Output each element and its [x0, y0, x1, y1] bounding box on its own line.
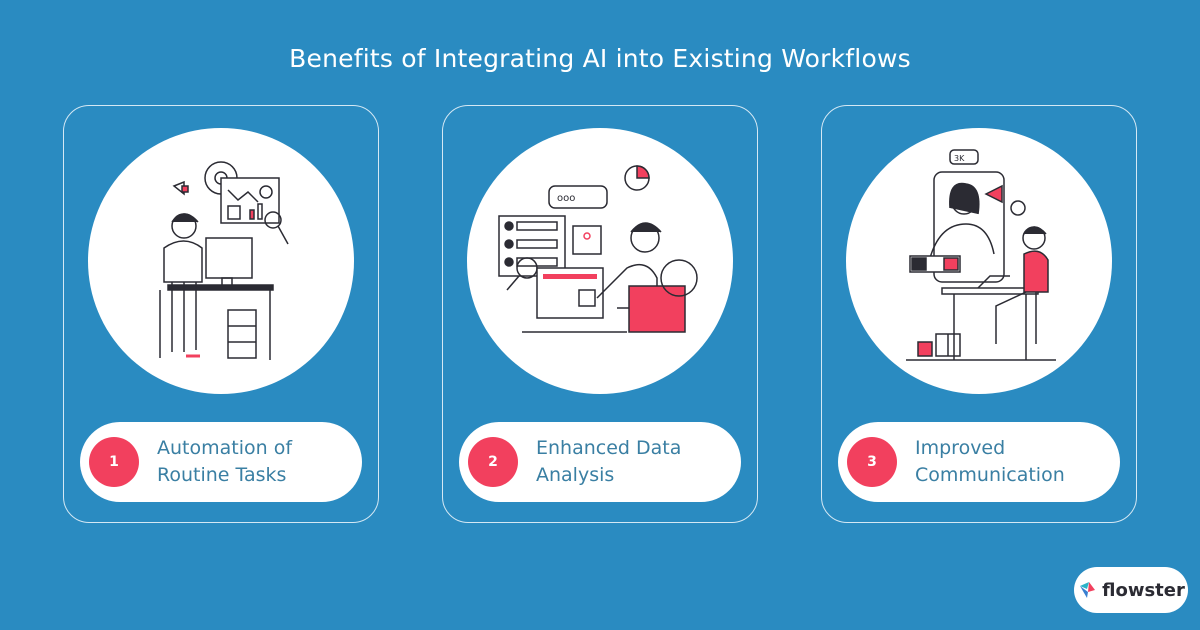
benefit-pill-2: 2 Enhanced Data Analysis [459, 422, 741, 502]
benefit-label: Improved Communication [915, 437, 1065, 486]
flowster-logo: flowster [1074, 567, 1188, 613]
benefit-label: Enhanced Data Analysis [536, 437, 682, 486]
number-badge: 3 [847, 437, 897, 487]
benefit-label: Automation of Routine Tasks [157, 437, 293, 486]
illustration-communication: 3K [846, 128, 1112, 394]
benefit-card-3: 3K 3 Improved Communication [821, 105, 1137, 523]
flowster-logo-icon [1080, 582, 1096, 598]
logo-text: flowster [1102, 579, 1185, 601]
number-badge: 1 [89, 437, 139, 487]
number-badge: 2 [468, 437, 518, 487]
benefit-pill-3: 3 Improved Communication [838, 422, 1120, 502]
benefit-card-2: ooo 2 Enhanced Data Analysis [442, 105, 758, 523]
page-title: Benefits of Integrating AI into Existing… [289, 44, 911, 73]
benefit-card-1: 1 Automation of Routine Tasks [63, 105, 379, 523]
benefit-pill-1: 1 Automation of Routine Tasks [80, 422, 362, 502]
follower-badge: 3K [954, 154, 965, 163]
svg-text:ooo: ooo [557, 193, 575, 204]
illustration-data-analysis: ooo [467, 128, 733, 394]
illustration-automation [88, 128, 354, 394]
